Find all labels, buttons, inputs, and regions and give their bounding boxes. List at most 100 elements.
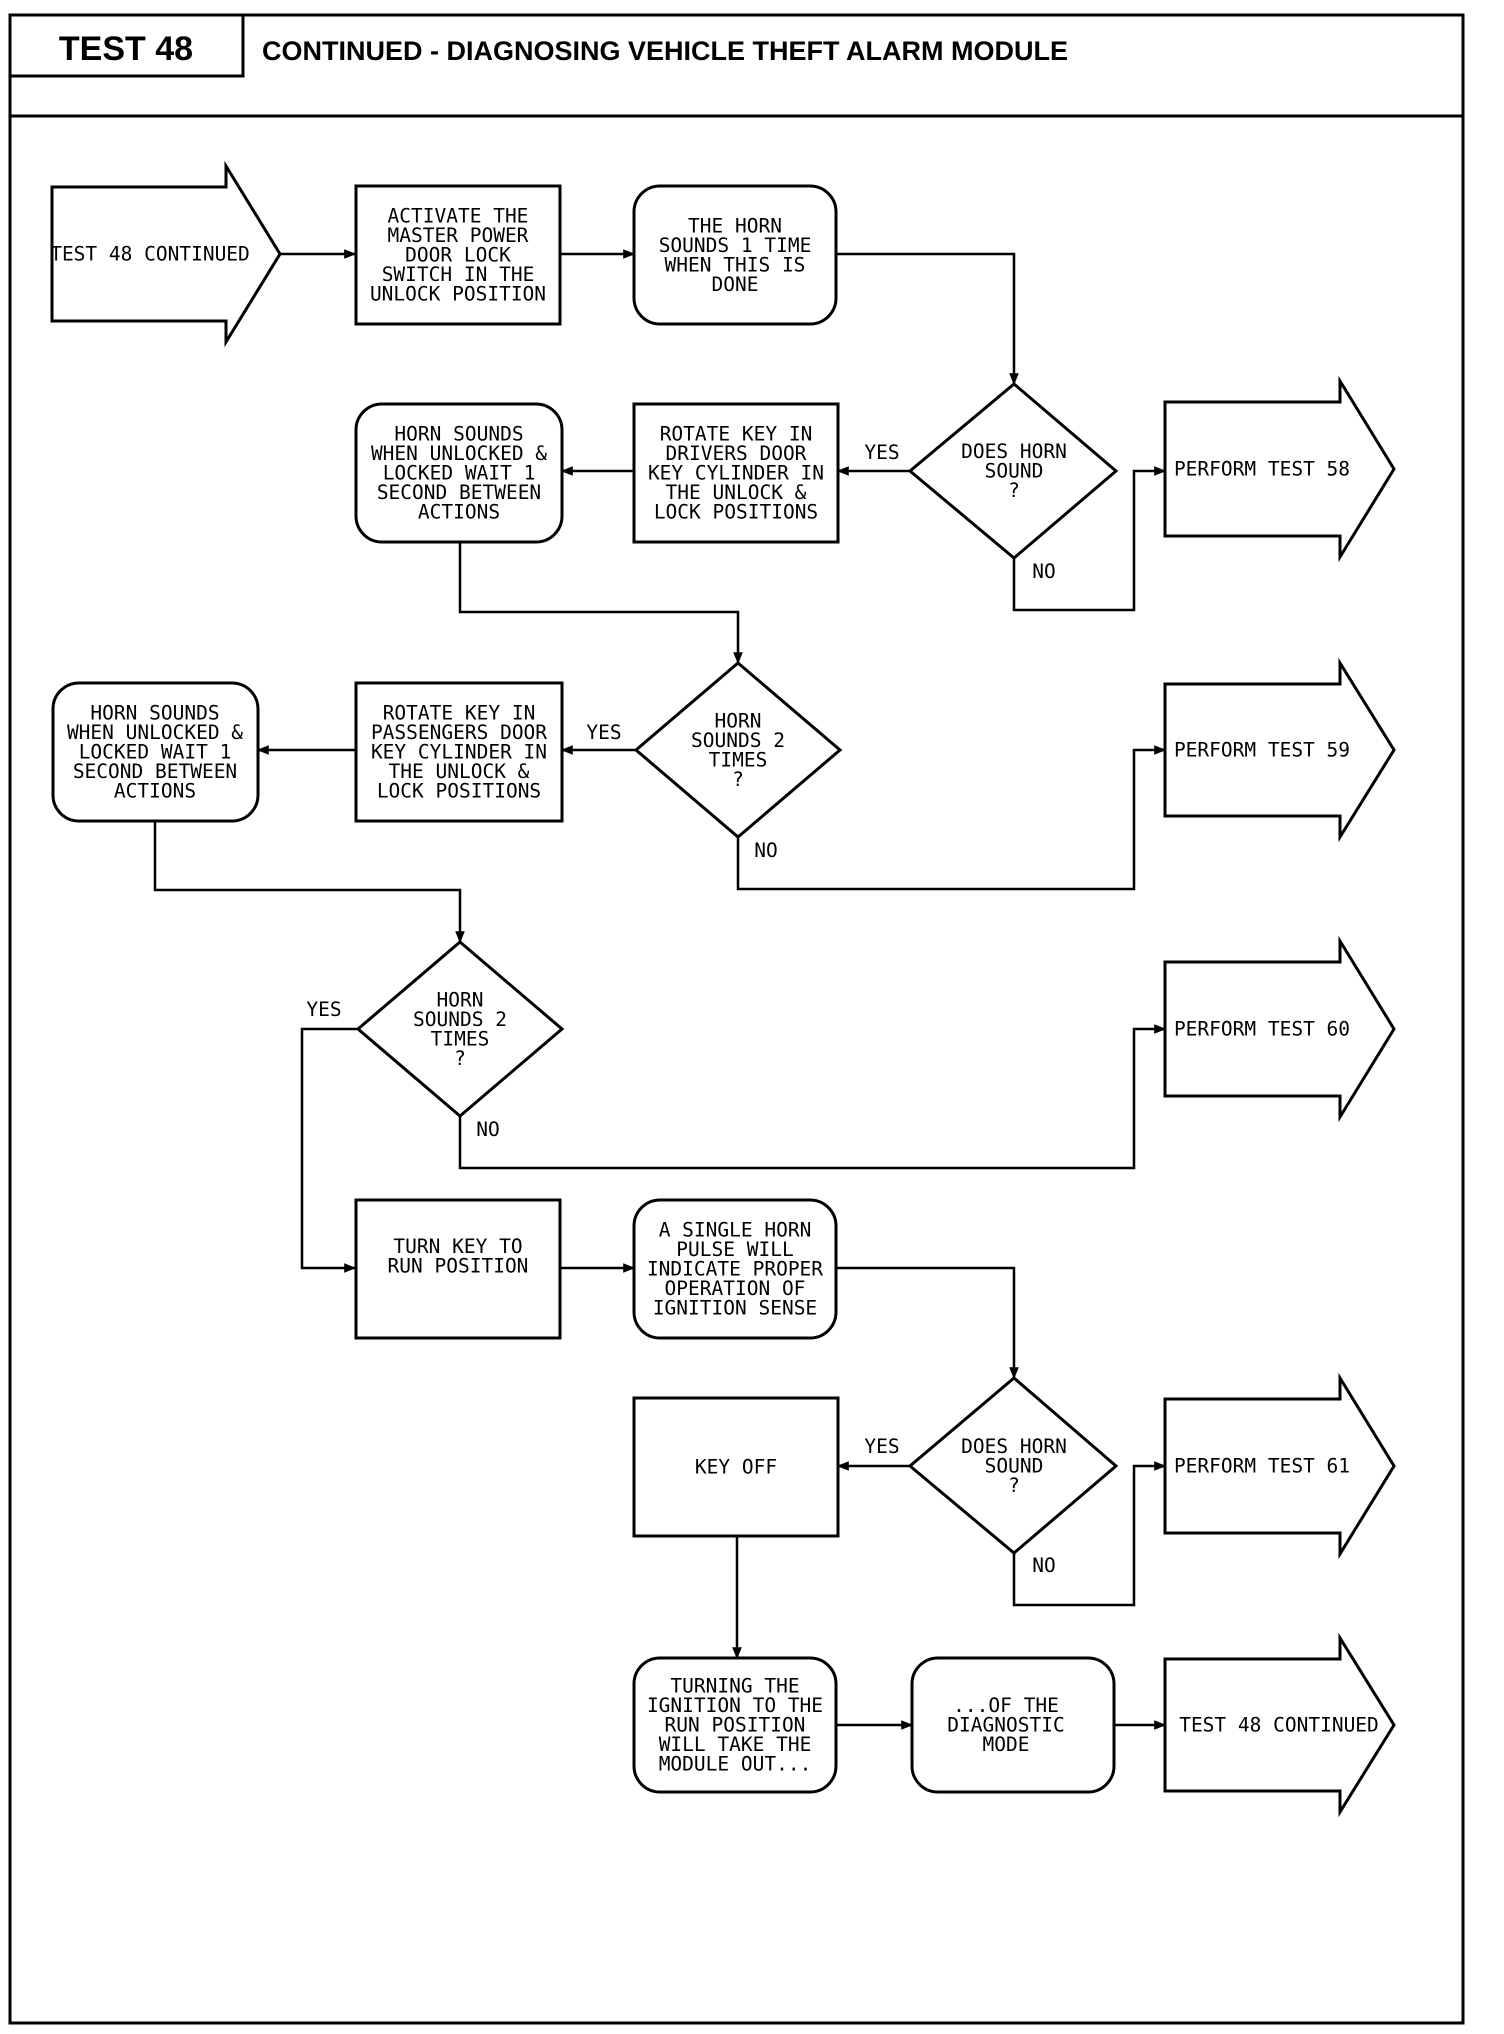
flow-wait-to-decision-3 xyxy=(153,820,465,944)
node-line: PERFORM TEST 61 xyxy=(1174,1455,1350,1478)
node-line: TEST 48 CONTINUED xyxy=(1179,1714,1379,1737)
flow-decision-2-no xyxy=(736,745,1167,891)
node-line: WHEN THIS IS xyxy=(665,253,806,276)
no-label-4: NO xyxy=(1032,1554,1055,1577)
perform-test-58-text: PERFORM TEST 58 xyxy=(1174,458,1350,481)
node-line: RUN POSITION xyxy=(388,1254,529,1277)
node-line: ...OF THE xyxy=(953,1694,1059,1717)
node-line: MODE xyxy=(983,1733,1030,1756)
yes-label-3: YES xyxy=(306,998,341,1021)
page-title: CONTINUED - DIAGNOSING VEHICLE THEFT ALA… xyxy=(262,36,1068,66)
perform-test-59-text: PERFORM TEST 59 xyxy=(1174,739,1350,762)
test-number-box xyxy=(8,13,245,78)
node-line: ROTATE KEY IN xyxy=(660,423,813,446)
node-line: LOCKED WAIT 1 xyxy=(79,741,232,764)
node-line: ACTIONS xyxy=(114,780,196,803)
perform-test-58-connector: PERFORM TEST 58 xyxy=(1163,375,1396,563)
node-line: LOCK POSITIONS xyxy=(654,501,818,524)
key-off-text: KEY OFF xyxy=(695,1456,777,1479)
flow-decision-3-no xyxy=(458,1024,1167,1170)
node-line: SOUNDS 2 xyxy=(691,729,785,752)
test-number-label: TEST 48 xyxy=(59,30,193,68)
node-line: TIMES xyxy=(709,748,768,771)
node-line: KEY CYLINDER IN xyxy=(648,462,824,485)
yes-label-4: YES xyxy=(864,1435,899,1458)
node-line: ACTIVATE THE xyxy=(388,205,529,228)
perform-test-61-connector: PERFORM TEST 61 xyxy=(1163,1372,1396,1560)
node-line: IGNITION SENSE xyxy=(653,1297,817,1320)
no-label-2: NO xyxy=(754,839,777,862)
connectors xyxy=(153,249,1167,1730)
flow-decision-4-no xyxy=(1012,1461,1167,1607)
flow-horn-to-decision-1 xyxy=(836,252,1019,386)
perform-test-61-text: PERFORM TEST 61 xyxy=(1174,1455,1350,1478)
node-line: INDICATE PROPER xyxy=(647,1258,823,1281)
node-line: KEY OFF xyxy=(695,1456,777,1479)
node-line: WHEN UNLOCKED & xyxy=(371,442,547,465)
node-line: DOES HORN xyxy=(961,440,1067,463)
node-line: SOUNDS 1 TIME xyxy=(659,234,812,257)
perform-test-60-connector: PERFORM TEST 60 xyxy=(1163,935,1396,1123)
node-line: SOUND xyxy=(985,460,1044,483)
perform-test-60-text: PERFORM TEST 60 xyxy=(1174,1018,1350,1041)
node-line: SECOND BETWEEN xyxy=(73,760,237,783)
start-connector-text: TEST 48 CONTINUED xyxy=(50,243,250,266)
node-line: OPERATION OF xyxy=(665,1277,806,1300)
node-line: UNLOCK POSITION xyxy=(370,283,546,306)
node-line: DIAGNOSTIC xyxy=(947,1714,1064,1737)
node-line: THE UNLOCK & xyxy=(666,481,807,504)
flow-decision-3-yes xyxy=(300,1027,358,1273)
node-line: LOCK POSITIONS xyxy=(377,780,541,803)
node-line: DOES HORN xyxy=(961,1435,1067,1458)
node-line: HORN SOUNDS xyxy=(90,702,219,725)
node-line: WHEN UNLOCKED & xyxy=(67,721,243,744)
perform-test-59-connector: PERFORM TEST 59 xyxy=(1163,657,1396,843)
node-line: THE HORN xyxy=(688,214,782,237)
node-line: SOUNDS 2 xyxy=(413,1008,507,1031)
no-label-3: NO xyxy=(476,1118,499,1141)
page-border xyxy=(8,13,1465,2025)
node-line: PASSENGERS DOOR xyxy=(371,721,547,744)
end-connector-text: TEST 48 CONTINUED xyxy=(1179,1714,1379,1737)
node-line: HORN SOUNDS xyxy=(394,423,523,446)
node-line: KEY CYLINDER IN xyxy=(371,741,547,764)
node-line: ROTATE KEY IN xyxy=(383,702,536,725)
node-line: DOOR LOCK xyxy=(405,244,511,267)
flow-pulse-to-decision-4 xyxy=(836,1266,1019,1380)
node-line: MASTER POWER xyxy=(388,224,529,247)
node-line: ? xyxy=(454,1047,466,1070)
node-line: DONE xyxy=(712,273,759,296)
node-line: THE UNLOCK & xyxy=(389,760,530,783)
node-line: ? xyxy=(1008,1474,1020,1497)
node-line: IGNITION TO THE xyxy=(647,1694,823,1717)
node-line: A SINGLE HORN xyxy=(659,1219,812,1242)
node-line: RUN POSITION xyxy=(665,1714,806,1737)
flow-wait-to-decision-2 xyxy=(458,541,743,665)
flow-decision-1-no xyxy=(1012,466,1167,612)
node-line: PULSE WILL xyxy=(676,1238,793,1261)
node-line: WILL TAKE THE xyxy=(659,1733,812,1756)
node-line: LOCKED WAIT 1 xyxy=(383,462,536,485)
yes-label-2: YES xyxy=(586,721,621,744)
node-line: PERFORM TEST 60 xyxy=(1174,1018,1350,1041)
